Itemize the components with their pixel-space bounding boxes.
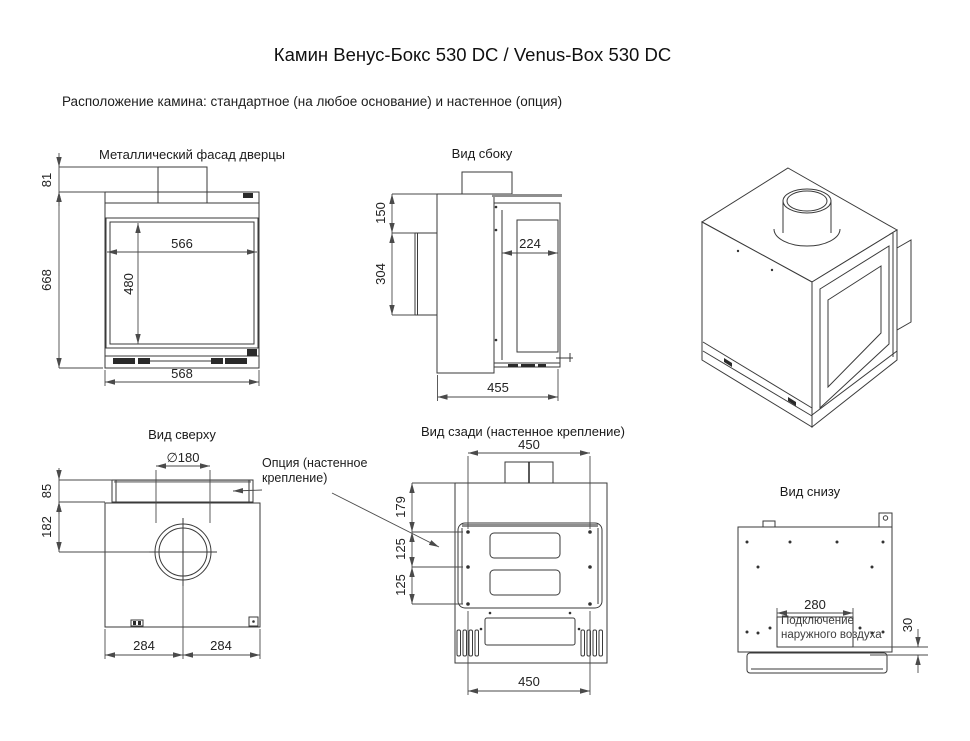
bottom-view-note: Подключение наружного воздуха <box>781 615 882 641</box>
rear-dimensions: 450 179 125 125 450 <box>393 437 591 695</box>
dim-rear-span-bottom: 450 <box>518 674 540 689</box>
dim-side-top-to-bracket: 150 <box>373 202 388 224</box>
side-view-label: Вид сбоку <box>452 146 513 161</box>
bottom-view: Вид снизу 280 <box>737 484 928 674</box>
option-callout-label: Опция (настенное крепление) <box>262 456 368 486</box>
dim-top-left-half: 284 <box>133 638 155 653</box>
dim-bottom-air-inset: 30 <box>900 618 915 632</box>
top-dimensions: ∅180 85 182 284 284 <box>39 450 261 659</box>
front-dimensions: 81 668 566 480 568 <box>39 153 260 386</box>
dim-front-total-height: 668 <box>39 269 54 291</box>
top-outline <box>104 479 261 628</box>
page-subtitle: Расположение камина: стандартное (на люб… <box>62 94 563 109</box>
side-outline <box>414 171 573 374</box>
dim-top-bar-depth: 85 <box>39 484 54 498</box>
dim-rear-span-top: 450 <box>518 437 540 452</box>
bottom-outline <box>737 512 893 674</box>
front-outline <box>104 166 260 369</box>
dim-top-flue-diameter: ∅180 <box>166 450 199 465</box>
page-title: Камин Венус-Бокс 530 DC / Venus-Box 530 … <box>273 44 672 65</box>
bottom-dimensions: 280 30 <box>776 597 928 673</box>
dim-side-glass-depth: 224 <box>519 236 541 251</box>
side-dimensions: 150 304 224 455 <box>373 193 559 401</box>
bottom-view-label: Вид снизу <box>780 484 841 499</box>
rear-outline <box>454 461 608 664</box>
rear-view-label: Вид сзади (настенное крепление) <box>421 424 625 439</box>
top-view: Вид сверху ∅180 <box>39 427 261 659</box>
dim-front-opening-width: 566 <box>171 236 193 251</box>
dim-front-overall-width: 568 <box>171 366 193 381</box>
dim-side-bracket-height: 304 <box>373 263 388 285</box>
isometric-view <box>701 167 912 429</box>
side-view: Вид сбоку 150 <box>373 146 573 401</box>
isometric-body <box>701 167 912 429</box>
dim-top-bar-to-flue: 182 <box>39 516 54 538</box>
dim-rear-top-to-hole: 179 <box>393 496 408 518</box>
dim-rear-hole-spacing-upper: 125 <box>393 538 408 560</box>
rear-view: Вид сзади (настенное крепление) <box>393 424 625 695</box>
dim-front-opening-height: 480 <box>121 273 136 295</box>
dim-rear-hole-spacing-lower: 125 <box>393 574 408 596</box>
front-view-label: Металлический фасад дверцы <box>99 147 285 162</box>
dim-side-overall-depth: 455 <box>487 380 509 395</box>
dim-front-top-offset: 81 <box>39 173 54 187</box>
dim-top-right-half: 284 <box>210 638 232 653</box>
top-view-label: Вид сверху <box>148 427 216 442</box>
rear-vent-slots <box>456 629 603 657</box>
front-view: Металлический фасад дверцы 81 <box>39 147 285 386</box>
isometric-flue <box>773 188 841 247</box>
dim-bottom-air-width: 280 <box>804 597 826 612</box>
